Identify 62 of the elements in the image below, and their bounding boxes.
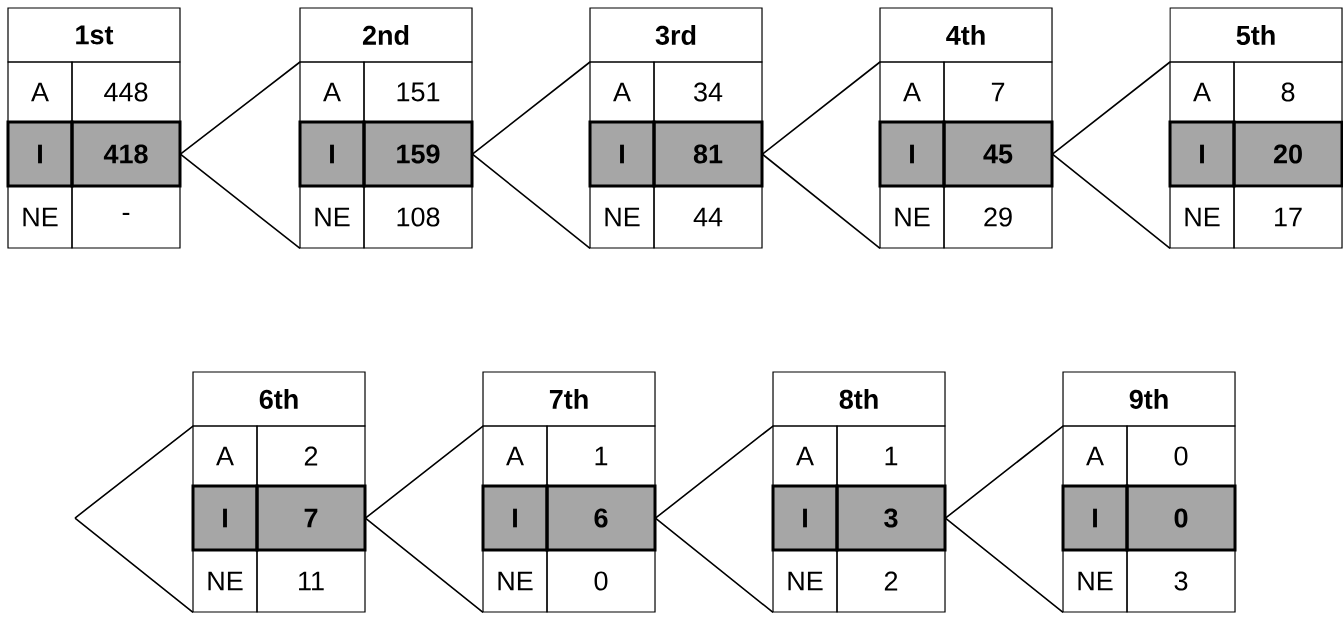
data-table: 8th A 1 I 3 NE 2	[771, 371, 947, 613]
node-label: NE	[1078, 571, 1113, 591]
node-label: 1	[595, 446, 608, 466]
node-label: 1st	[76, 25, 114, 45]
data-table: 4th A 7 I 45 NE 29	[878, 7, 1054, 249]
node-label: 1	[885, 446, 898, 466]
node-label: A	[1086, 446, 1104, 466]
funnel-connector	[944, 425, 1064, 614]
funnel-connector	[364, 425, 484, 614]
node-label: 7th	[549, 389, 588, 409]
node-label: NE	[208, 571, 243, 591]
node-label: 151	[397, 82, 440, 102]
node-label: A	[1193, 82, 1211, 102]
data-table: 1st A 448 I 418 NE -	[6, 7, 182, 249]
node-label: A	[796, 446, 814, 466]
node-label: 4th	[946, 25, 985, 45]
node-label: NE	[315, 207, 350, 227]
node-label: NE	[788, 571, 823, 591]
node-label: NE	[605, 207, 640, 227]
data-table: 3rd A 34 I 81 NE 44	[588, 7, 764, 249]
node-label: 0	[1174, 446, 1188, 466]
node-label: 448	[104, 82, 148, 102]
node-label: 3rd	[655, 25, 696, 45]
node-label: 3	[1174, 571, 1188, 591]
node-label: 2	[884, 571, 898, 591]
node-label: A	[323, 82, 341, 102]
node-label: A	[613, 82, 631, 102]
node-label: NE	[23, 207, 58, 227]
node-label: 29	[984, 207, 1012, 227]
node-label: 17	[1275, 207, 1302, 227]
node-label: NE	[895, 207, 930, 227]
data-table: 5th A 8 I 20 NE 17	[1168, 7, 1343, 249]
node-label: NE	[498, 571, 533, 591]
data-table: 2nd A 151 I 159 NE 108	[298, 7, 474, 249]
data-table: 9th A 0 I 0 NE 3	[1061, 371, 1237, 613]
node-label: 8	[1281, 82, 1295, 102]
node-label: 44	[693, 207, 723, 227]
funnel-connector	[179, 61, 301, 250]
funnel-connector	[654, 425, 774, 614]
data-table: 6th A 2 I 7 NE 11	[191, 371, 367, 613]
node-label: 2	[304, 446, 318, 466]
node-label: 7	[991, 82, 1005, 102]
node-label: 34	[694, 82, 723, 102]
funnel-connector	[74, 425, 194, 614]
node-label: NE	[1185, 207, 1220, 227]
node-label: 108	[397, 207, 440, 227]
node-label: A	[506, 446, 524, 466]
node-label: 0	[594, 571, 608, 591]
node-label: 8th	[839, 389, 878, 409]
node-label: -	[122, 212, 130, 215]
data-table: 7th A 1 I 6 NE 0	[481, 371, 657, 613]
node-label: 5th	[1236, 25, 1275, 45]
node-label: 11	[299, 571, 324, 591]
node-label: A	[31, 82, 49, 102]
funnel-connector	[761, 61, 881, 250]
node-label: 2nd	[362, 25, 409, 45]
node-label: A	[903, 82, 921, 102]
funnel-connector	[1051, 61, 1171, 250]
node-label: 9th	[1129, 389, 1168, 409]
node-label: 6th	[259, 389, 298, 409]
funnel-connector	[471, 61, 591, 250]
node-label: A	[216, 446, 234, 466]
